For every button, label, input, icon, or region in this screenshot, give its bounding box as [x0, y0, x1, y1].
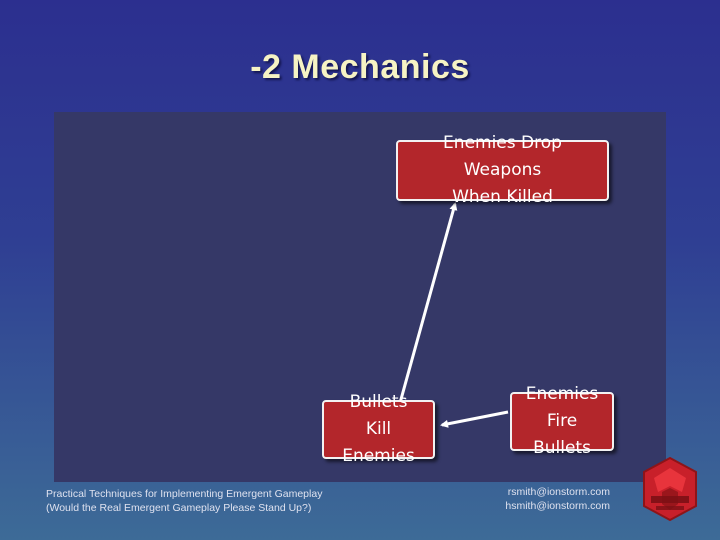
ion-storm-logo — [643, 456, 697, 522]
node-enemies-drop-weapons: Enemies Drop Weapons When Killed — [396, 133, 609, 207]
node-enemies-fire-bullets: Enemies Fire Bullets — [510, 384, 614, 458]
footer-title-line1: Practical Techniques for Implementing Em… — [46, 488, 323, 500]
node-bullets-kill-enemies: Bullets Kill Enemies — [322, 392, 435, 466]
footer-email-2: hsmith@ionstorm.com — [505, 500, 610, 512]
node-fire-bullets-line1: Enemies — [525, 384, 599, 404]
diagram-arrows — [398, 202, 509, 428]
footer-email-1: rsmith@ionstorm.com — [507, 486, 610, 498]
slide-title: -2 Mechanics — [250, 48, 470, 86]
arrow-fire-bullets-to-bullets — [440, 410, 509, 428]
footer-emails: rsmith@ionstorm.com hsmith@ionstorm.com — [496, 485, 610, 513]
footer-title-line2: (Would the Real Emergent Gameplay Please… — [46, 502, 312, 514]
node-drop-weapons-line1: Enemies Drop Weapons — [443, 133, 562, 180]
node-bullets-kill-line1: Bullets — [349, 392, 408, 412]
footer-presentation-title: Practical Techniques for Implementing Em… — [46, 487, 322, 515]
node-drop-weapons-line2: When Killed — [452, 187, 553, 207]
node-fire-bullets-line2: Fire Bullets — [533, 411, 591, 458]
arrow-bullets-to-drop-weapons — [398, 202, 458, 404]
diagram-panel: Enemies Drop Weapons When Killed Bullets… — [54, 112, 666, 482]
node-bullets-kill-line2: Kill Enemies — [342, 419, 415, 466]
